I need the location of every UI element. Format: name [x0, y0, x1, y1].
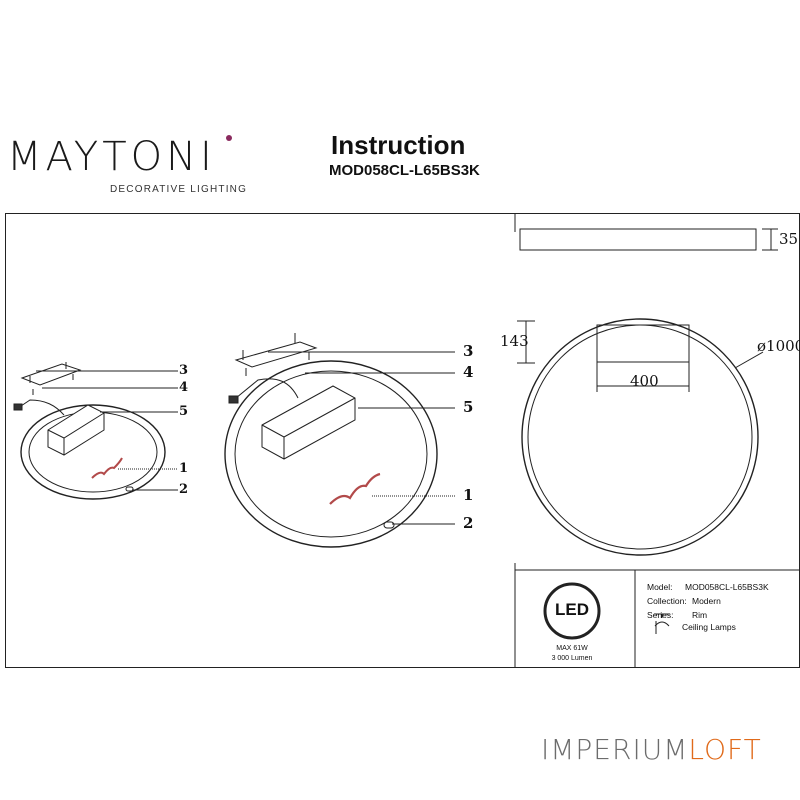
- spec-power: MAX 61W: [556, 645, 588, 652]
- large-connector: [228, 395, 239, 404]
- led-badge-label: LED: [555, 600, 589, 619]
- small-mounting-plate: [20, 363, 82, 386]
- spec-model-value: MOD058CL-L65BS3K: [685, 582, 769, 592]
- spec-model-label: Model:: [647, 582, 673, 592]
- callout-small-2: 2: [179, 482, 189, 497]
- footer-brand-main: IMPERIUM: [541, 733, 689, 766]
- front-driver-box: [596, 324, 690, 363]
- large-ring-outer: [224, 360, 438, 548]
- spec-collection-value: Modern: [692, 596, 721, 606]
- callout-small-3: 3: [179, 363, 189, 378]
- callout-small-1: 1: [179, 461, 189, 476]
- small-cable: [17, 399, 65, 416]
- large-ring-inner: [234, 370, 428, 538]
- callout-large-3: 3: [463, 342, 474, 360]
- brand-logo: MAYTONI: [7, 134, 216, 180]
- spec-lumen: 3 000 Lumen: [551, 655, 593, 662]
- brand-tagline: DECORATIVE LIGHTING: [110, 184, 248, 195]
- footer-brand: IMPERIUMLOFT: [541, 733, 762, 766]
- document-model: MOD058CL-L65BS3K: [329, 162, 480, 179]
- led-badge-ring: [543, 582, 601, 640]
- callout-large-2: 2: [463, 514, 474, 532]
- small-led-strip: [91, 457, 123, 479]
- spec-type-value: Ceiling Lamps: [682, 622, 736, 632]
- small-exploded-view: [13, 362, 178, 500]
- callout-large-1: 1: [463, 486, 474, 504]
- front-ring-outer: [521, 318, 759, 556]
- large-sensor: [383, 521, 395, 529]
- brand-logo-dot: [226, 135, 232, 141]
- small-connector: [13, 403, 23, 411]
- large-exploded-view: [224, 333, 455, 548]
- callout-large-4: 4: [463, 363, 474, 381]
- spec-series-value: Rim: [692, 610, 708, 620]
- front-ring-inner: [527, 324, 753, 550]
- callout-small-4: 4: [179, 380, 189, 395]
- large-driver-box: [261, 385, 356, 460]
- spec-collection-label: Collection:: [647, 596, 687, 606]
- large-led-strip: [329, 472, 381, 505]
- dimension-height: 35: [779, 230, 799, 248]
- dimension-diameter: ø1000: [757, 337, 800, 355]
- side-profile: [519, 228, 757, 251]
- small-ring-outer: [20, 404, 166, 500]
- small-sensor: [125, 486, 134, 492]
- callout-small-5: 5: [179, 404, 189, 419]
- callout-large-5: 5: [463, 398, 474, 416]
- footer-brand-accent: LOFT: [688, 733, 762, 766]
- spec-series-label: Series:: [647, 610, 674, 620]
- document-title: Instruction: [331, 130, 466, 160]
- ceiling-lamp-icon-shade: [654, 621, 670, 627]
- dimension-box-height: 143: [500, 332, 529, 350]
- large-mounting-plate: [234, 341, 318, 368]
- large-cable: [235, 378, 299, 399]
- dimension-box-width: 400: [630, 372, 659, 390]
